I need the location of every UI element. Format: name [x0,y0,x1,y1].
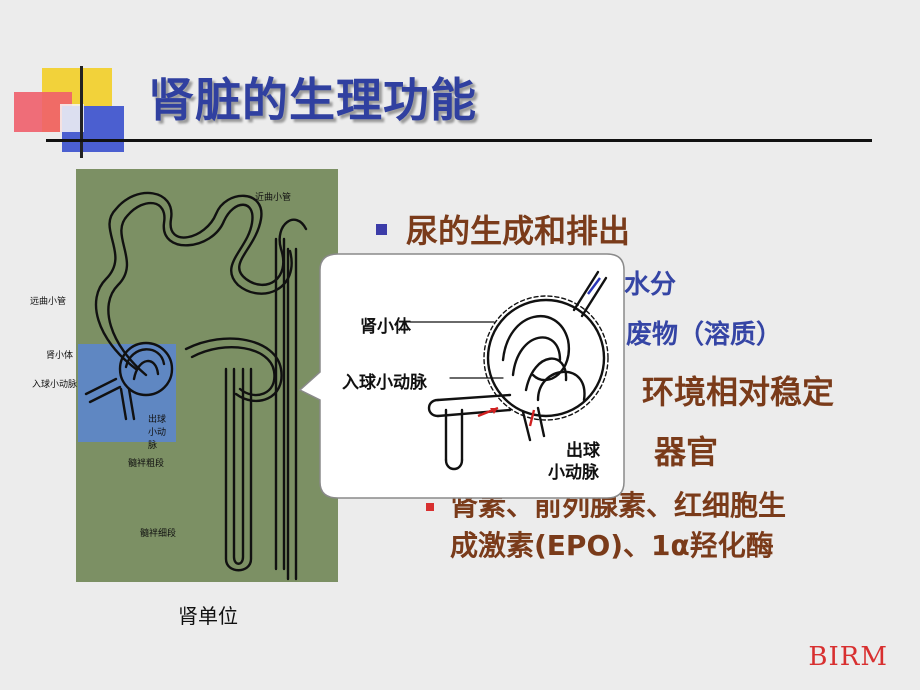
label-afferent-arteriole: 入球小动脉 [32,380,78,390]
figure-caption: 肾单位 [178,604,238,628]
label-distal-convoluted: 远曲小管 [30,297,67,307]
bullet-sub-marker [426,503,434,511]
bullet-sub-2: 废物（溶质） [626,320,783,350]
title-divider [46,139,872,142]
bullet-sub-3-line-2: 成激素(EPO)、1α羟化酶 [450,529,774,562]
label-proximal-convoluted: 近曲小管 [255,193,292,203]
nephron-diagram [84,191,308,581]
zoom-label-efferent-line-1: 出球 [566,441,600,461]
bullet-main-3: 器官 [654,433,719,471]
label-thin-segment: 髓袢细段 [140,529,177,539]
footer-logo: BIRM [808,642,888,672]
bullet-sub-1: 水分 [624,270,677,300]
zoom-label-efferent-line-2: 小动脉 [548,463,599,483]
zoom-label-renal-corpuscle: 肾小体 [360,317,411,337]
decor-vertical-bar [80,66,83,158]
label-efferent-arteriole: 出球小动脉 [148,415,167,451]
slide-title: 肾脏的生理功能 [148,73,477,127]
label-thick-segment: 髓袢粗段 [128,459,165,469]
bullet-marker [376,224,387,235]
zoom-callout [298,253,625,499]
bullet-main-1: 尿的生成和排出 [406,212,631,250]
zoom-label-afferent-arteriole: 入球小动脉 [342,373,427,393]
label-renal-corpuscle: 肾小体 [46,351,74,361]
bullet-main-2: 环境相对稳定 [642,373,835,411]
